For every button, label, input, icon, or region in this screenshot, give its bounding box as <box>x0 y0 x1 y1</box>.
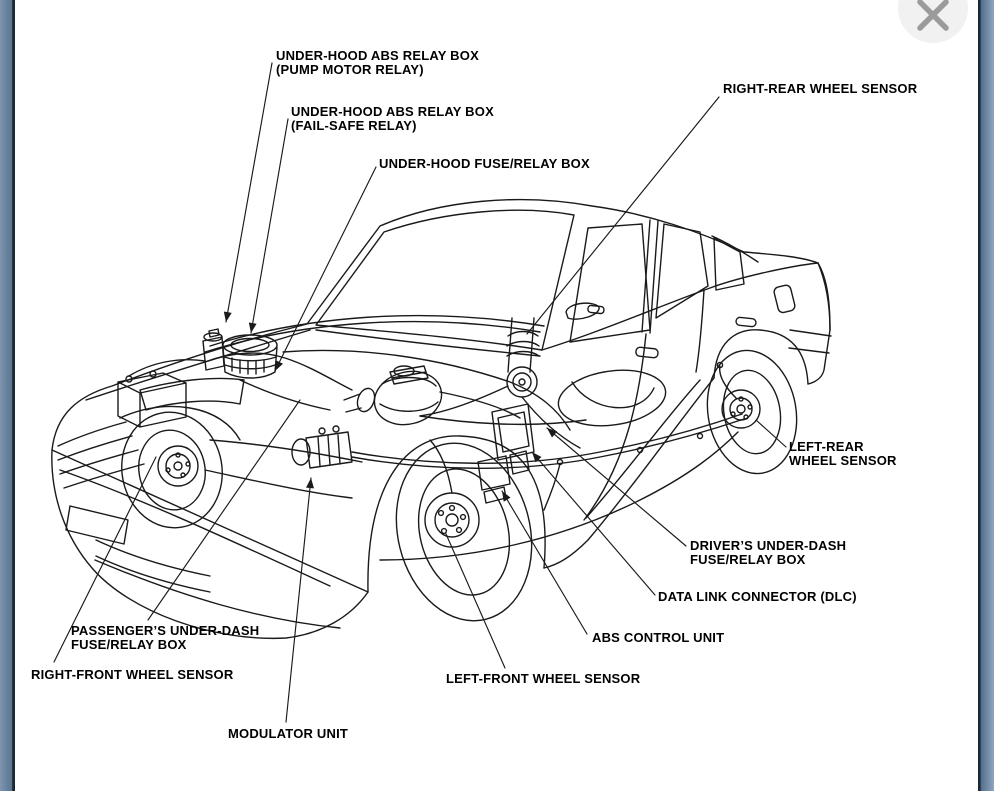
wheels <box>121 317 798 622</box>
close-icon <box>917 0 949 31</box>
label-left-front-wheel-sensor: LEFT-FRONT WHEEL SENSOR <box>446 671 641 686</box>
leader-left-front-wheel-sensor <box>445 533 506 669</box>
page-edge-right <box>978 0 994 791</box>
leader-under-hood-fuse-relay-box <box>274 166 377 372</box>
label-right-rear-wheel-sensor: RIGHT-REAR WHEEL SENSOR <box>723 81 918 96</box>
leader-right-rear-wheel-sensor <box>526 96 720 335</box>
leader-under-hood-abs-relay-box-fail-safe <box>250 118 289 334</box>
leader-right-front-wheel-sensor <box>53 456 157 663</box>
leader-modulator-unit <box>285 477 312 723</box>
leader-abs-control-unit <box>501 490 588 635</box>
label-passengers-under-dash-fuse-relay-box: PASSENGER’S UNDER-DASH FUSE/RELAY BOX <box>71 623 260 652</box>
leader-passengers-under-dash-box <box>147 399 301 621</box>
leader-arrowheads <box>223 311 558 502</box>
underbody-lines <box>351 369 745 561</box>
label-right-front-wheel-sensor: RIGHT-FRONT WHEEL SENSOR <box>31 667 234 682</box>
label-drivers-under-dash-fuse-relay-box: DRIVER’S UNDER-DASH FUSE/RELAY BOX <box>690 538 847 567</box>
leader-data-link-connector <box>531 451 656 596</box>
label-under-hood-fuse-relay-box: UNDER-HOOD FUSE/RELAY BOX <box>379 156 590 171</box>
label-abs-control-unit: ABS CONTROL UNIT <box>592 630 725 645</box>
leader-drivers-under-dash-box <box>546 427 687 547</box>
close-button[interactable] <box>898 0 968 43</box>
engine-bay-components <box>117 314 571 499</box>
label-data-link-connector-dlc: DATA LINK CONNECTOR (DLC) <box>658 589 857 604</box>
leader-under-hood-abs-relay-box-pump <box>225 62 273 323</box>
leader-left-rear-wheel-sensor <box>755 419 787 448</box>
label-left-rear-wheel-sensor: LEFT-REAR WHEEL SENSOR <box>789 439 897 468</box>
label-under-hood-abs-relay-box-pump-motor-relay: UNDER-HOOD ABS RELAY BOX (PUMP MOTOR REL… <box>276 48 479 77</box>
page-edge-left <box>0 0 15 791</box>
label-modulator-unit: MODULATOR UNIT <box>228 726 349 741</box>
leader-lines <box>53 62 787 723</box>
label-under-hood-abs-relay-box-fail-safe-relay: UNDER-HOOD ABS RELAY BOX (FAIL-SAFE RELA… <box>291 104 494 133</box>
